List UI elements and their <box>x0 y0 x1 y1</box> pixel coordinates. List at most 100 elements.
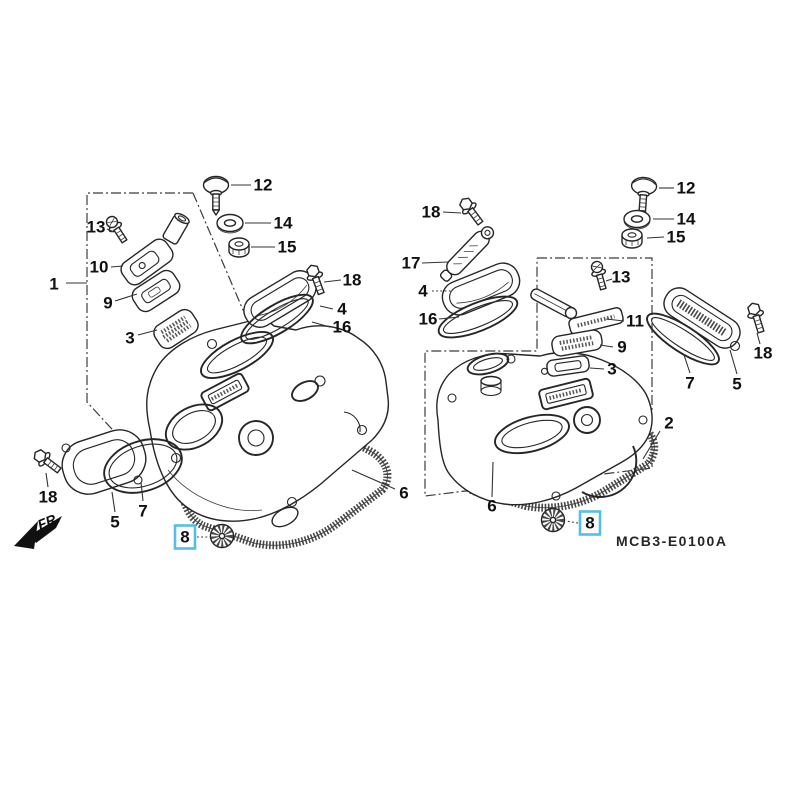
leader-line-6 <box>351 469 396 490</box>
leader-line-2 <box>642 430 661 460</box>
group-borders <box>86 192 653 497</box>
callout-1-0[interactable]: 1 <box>49 275 58 294</box>
callout-12-5[interactable]: 12 <box>254 176 273 195</box>
part-packing-3-front <box>153 308 199 350</box>
leader-line-5 <box>111 491 116 513</box>
part-pipe-plate-11-rear <box>530 288 624 335</box>
callout-9-3[interactable]: 9 <box>103 294 112 313</box>
leader-line-16 <box>311 321 331 328</box>
front-marker-label: FR. <box>35 509 62 532</box>
leader-line-7 <box>683 354 691 374</box>
leader-line-18 <box>323 279 342 283</box>
part-cover-gasket-7-front <box>103 438 183 494</box>
callout-13-1[interactable]: 13 <box>87 218 106 237</box>
leader-line-18 <box>45 472 49 488</box>
part-washer-14-rear <box>623 209 651 230</box>
part-cover-gasket-16-rear <box>437 295 519 339</box>
callout-16-19[interactable]: 16 <box>419 310 438 329</box>
leader-line-3 <box>137 329 158 336</box>
leader-line-16 <box>438 316 460 320</box>
part-valve-seal-15-front <box>228 237 250 258</box>
callout-6-14[interactable]: 6 <box>399 484 408 503</box>
callout-7-13[interactable]: 7 <box>138 502 147 521</box>
leader-line-5 <box>729 349 738 375</box>
callout-5-12[interactable]: 5 <box>110 513 119 532</box>
leader-line-9 <box>114 293 138 302</box>
leader-line-7 <box>140 481 144 502</box>
leader-line-13 <box>106 228 115 233</box>
callout-11-24[interactable]: 11 <box>626 312 644 331</box>
callout-7-27[interactable]: 7 <box>685 374 694 393</box>
part-tappet-cover-5-front <box>61 429 147 495</box>
callout-14-21[interactable]: 14 <box>677 210 696 229</box>
part-cover-gasket-16-front <box>240 293 314 345</box>
part-packing-3-rear <box>540 355 590 377</box>
diagram-code: MCB3-E0100A <box>616 533 727 549</box>
callout-8-15[interactable]: 8 <box>180 528 189 547</box>
leader-line-10 <box>110 265 124 268</box>
callout-9-25[interactable]: 9 <box>617 338 626 357</box>
part-mounting-rubber-8-rear <box>540 507 566 533</box>
callout-15-7[interactable]: 15 <box>278 238 297 257</box>
callout-5-28[interactable]: 5 <box>732 375 741 394</box>
callout-18-8[interactable]: 18 <box>343 271 362 290</box>
callout-2-30[interactable]: 2 <box>664 414 673 433</box>
leader-line-17 <box>421 261 449 264</box>
part-special-screw-12-rear <box>630 176 658 217</box>
arrow-head-icon <box>14 521 38 549</box>
part-cover-gasket-7-rear <box>646 312 720 366</box>
callout-6-31[interactable]: 6 <box>487 497 496 516</box>
part-mounting-rubber-8-front <box>209 523 235 549</box>
leader-line-8 <box>565 520 579 524</box>
leader-line-11 <box>605 318 625 322</box>
part-flange-bolt-13-front <box>105 215 128 244</box>
front-direction-arrow: FR. <box>14 509 62 549</box>
part-stay-17-rear <box>439 226 495 282</box>
part-flange-bolt-18-rear-top <box>459 197 484 226</box>
cover5-tab-hole-a <box>61 443 71 453</box>
callout-15-22[interactable]: 15 <box>667 228 686 247</box>
callout-18-16[interactable]: 18 <box>422 203 441 222</box>
part-head-cover-gasket-front <box>172 421 392 550</box>
part-flange-bolt-18-front-upper <box>306 264 325 296</box>
part-cylinder-head-cover-front <box>146 319 390 522</box>
callout-18-11[interactable]: 18 <box>39 488 58 507</box>
part-washer-14-front <box>216 213 244 234</box>
group1-border-diagonal <box>192 192 369 409</box>
callout-3-4[interactable]: 3 <box>125 329 134 348</box>
leader-line-4 <box>319 305 334 310</box>
leader-line-18 <box>442 211 462 214</box>
part-flange-bolt-18-front-lower <box>33 449 62 474</box>
cover5-tab-hole-b <box>133 475 143 485</box>
callout-8-32[interactable]: 8 <box>585 514 594 533</box>
leader-lines <box>45 184 761 538</box>
callout-18-29[interactable]: 18 <box>754 344 773 363</box>
callout-16-10[interactable]: 16 <box>333 318 352 337</box>
callout-17-17[interactable]: 17 <box>402 254 421 273</box>
leader-line-18 <box>756 332 761 345</box>
callout-3-26[interactable]: 3 <box>607 360 616 379</box>
callout-13-23[interactable]: 13 <box>612 268 631 287</box>
part-callouts: 1131093121415184161857681817416121415131… <box>39 176 773 550</box>
part-flange-bolt-13-rear <box>590 260 607 291</box>
group2-border <box>424 257 653 497</box>
part-plate-9-front <box>131 269 181 313</box>
part-valve-seal-15-rear <box>621 228 643 249</box>
part-flange-bolt-18-rear-right <box>747 302 765 334</box>
callout-12-20[interactable]: 12 <box>677 179 696 198</box>
part-plate-9-rear <box>551 329 603 357</box>
highlight-box-8[interactable] <box>173 524 197 550</box>
leader-line-3 <box>589 367 605 370</box>
part-special-screw-12-front <box>202 175 230 216</box>
highlight-box-8[interactable] <box>578 510 602 536</box>
leader-line-15 <box>646 236 665 239</box>
part-cylinder-head-cover-rear <box>436 351 653 506</box>
leader-line-13 <box>605 278 613 282</box>
leader-line-6 <box>491 461 494 498</box>
leader-line-9 <box>599 344 614 348</box>
callout-4-18[interactable]: 4 <box>418 282 428 301</box>
callout-10-2[interactable]: 10 <box>90 258 109 277</box>
callout-4-9[interactable]: 4 <box>337 300 347 319</box>
callout-14-6[interactable]: 14 <box>274 214 293 233</box>
